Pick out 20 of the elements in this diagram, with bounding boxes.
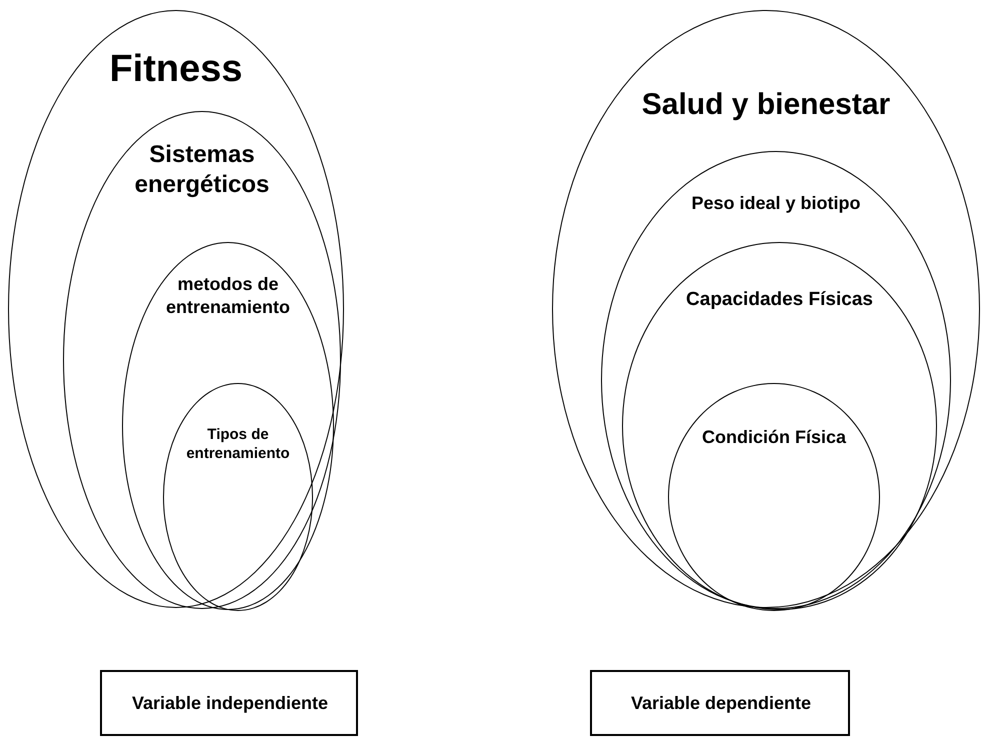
ellipse-label: Capacidades Físicas — [685, 288, 874, 312]
ellipse-label: Peso ideal y biotipo — [690, 192, 862, 214]
ellipse-label: Variable dependiente — [630, 692, 812, 714]
ellipse — [668, 383, 880, 611]
ellipse-label: Fitness — [108, 47, 244, 92]
ellipse — [163, 383, 313, 611]
ellipse — [122, 242, 334, 610]
ellipse — [601, 151, 951, 609]
ellipse-label: metodos de entrenamiento — [164, 273, 292, 318]
label-box — [100, 670, 358, 736]
ellipse-label: Tipos de entrenamiento — [185, 426, 291, 464]
ellipse-label: Condición Física — [700, 426, 848, 448]
ellipse-label: Salud y bienestar — [640, 87, 892, 123]
label-box — [590, 670, 850, 736]
ellipse — [552, 10, 980, 608]
ellipse-label: Variable independiente — [130, 692, 330, 714]
ellipse-label: Sistemas energéticos — [134, 140, 270, 200]
ellipse — [63, 111, 341, 609]
ellipse — [622, 242, 937, 610]
ellipse — [8, 10, 344, 608]
